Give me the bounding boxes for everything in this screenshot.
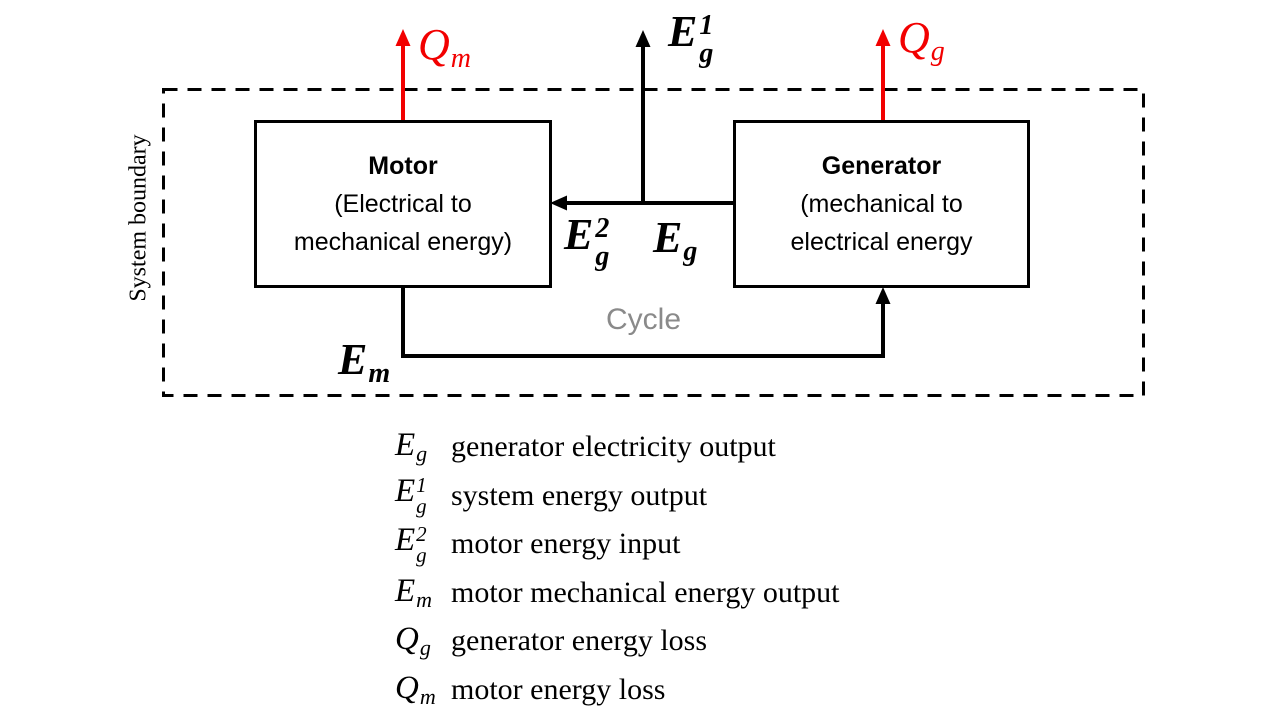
motor-box-title: Motor [368,152,438,180]
generator-loss-arrow [875,29,891,120]
motor-box-subtitle-1: (Electrical to [334,190,472,218]
legend-description: generator electricity output [451,430,776,464]
legend-symbol: Eg [395,427,428,467]
legend-item-qm: Qm motor energy loss [395,666,840,715]
legend-item-em: Em motor mechanical energy output [395,569,840,618]
legend-description: system energy output [451,478,708,512]
qm-label: Qm [418,20,472,74]
motor-box-subtitle-2: mechanical energy) [293,228,513,256]
legend-item-eg: Eg generator electricity output [395,423,840,472]
legend-item-qg: Qg generator energy loss [395,617,840,666]
legend-symbol: Qm [395,669,436,709]
motor-box: Motor (Electrical to mechanical energy) [254,120,552,288]
system-boundary-label: System boundary [125,134,152,302]
em-label: Em [338,335,391,389]
legend-symbol: Em [395,572,433,612]
qg-label: Qg [898,13,945,67]
legend-symbol: Qg [395,621,431,661]
system-boundary-rect [162,88,1145,397]
generator-box-subtitle-1: (mechanical to [800,190,963,218]
cycle-label: Cycle [606,303,682,336]
eg-label: Eg [653,213,698,267]
generator-box: Generator (mechanical to electrical ener… [733,120,1030,288]
legend-description: motor energy input [451,527,681,561]
legend-description: motor mechanical energy output [451,575,840,609]
system-output-arrow [635,30,651,205]
legend-description: generator energy loss [451,624,708,658]
cycle-return-arrow [401,286,891,358]
generator-box-title: Generator [821,152,942,180]
motor-loss-arrow [395,29,411,120]
generator-to-motor-arrow [550,195,733,211]
legend-description: motor energy loss [451,672,666,706]
generator-box-subtitle-2: electrical energy [790,228,973,256]
